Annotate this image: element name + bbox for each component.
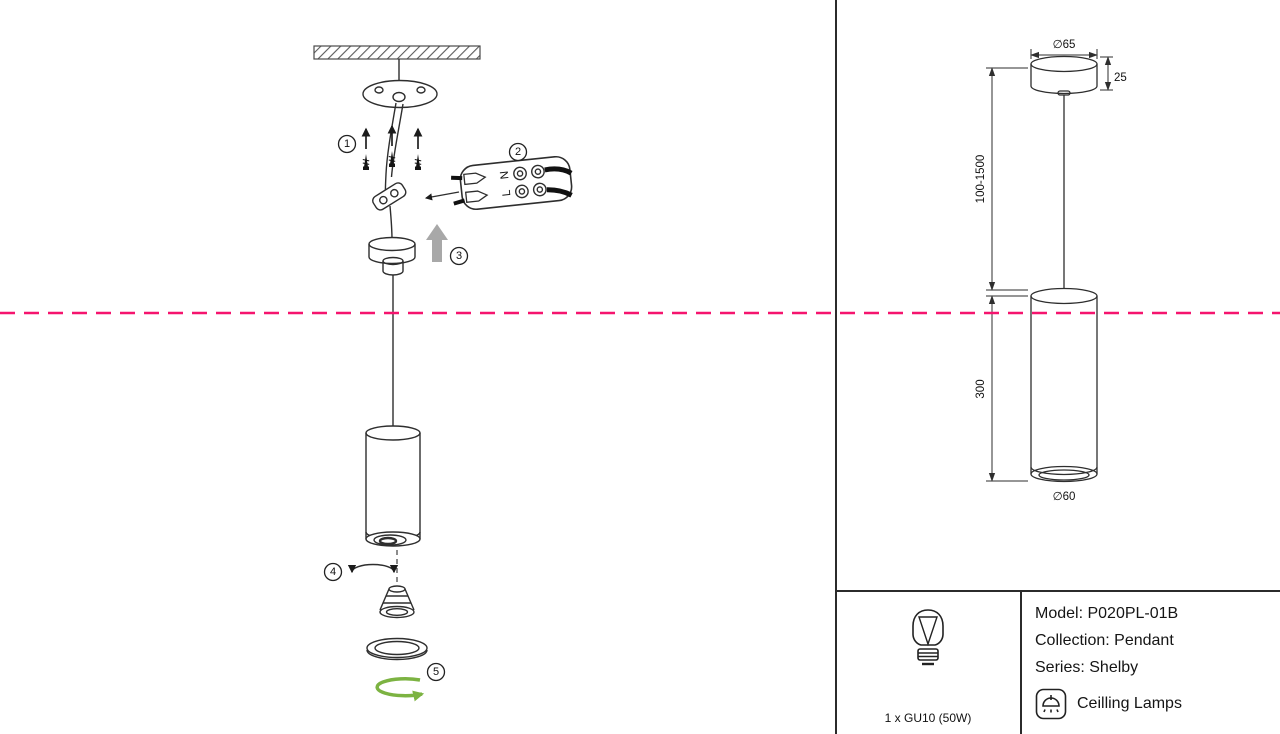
black-wire: [544, 166, 573, 176]
step-marker-2: 2: [508, 142, 528, 162]
screw-icon: [362, 153, 370, 171]
supply-wires: [384, 102, 404, 192]
dim-canopy-height: 25: [1114, 72, 1127, 84]
spec-boxes: 1 x GU10 (50W) Model: P020PL-01B Collect…: [836, 590, 1280, 734]
dim-top-diameter: ∅65: [1053, 39, 1076, 51]
black-wire: [546, 187, 573, 198]
rotate-arrow-green-icon: [375, 676, 425, 702]
dimension-drawing: ∅65 25 100-1500 300 ∅60: [975, 39, 1127, 503]
model-text: Model: P020PL-01B: [1035, 605, 1179, 622]
installation-diagram: 1 N L 2: [313, 45, 573, 702]
step-marker-3: 3: [449, 246, 469, 266]
lamp-body: [365, 425, 421, 547]
step-3-number: 3: [456, 250, 462, 262]
step-1-number: 1: [344, 138, 350, 150]
white-wire-arrow: [464, 190, 489, 203]
step-marker-1: 1: [337, 134, 357, 154]
bulb-spec-text: 1 x GU10 (50W): [884, 711, 972, 725]
trim-ring: [366, 637, 428, 661]
step-marker-4: 4: [323, 562, 343, 582]
cylinder-outline: [1030, 287, 1098, 483]
model-info-box: Model: P020PL-01B Collection: Pendant Se…: [1020, 592, 1280, 734]
screws-group: [361, 124, 423, 171]
terminal-live-label: L: [501, 189, 514, 197]
mounting-plate: [362, 59, 438, 109]
category-text: Ceilling Lamps: [1077, 695, 1182, 712]
dimension-lines: [986, 49, 1113, 482]
screw-icon: [414, 153, 422, 171]
rotate-arrow-icon: [347, 563, 399, 574]
black-wire-stub: [453, 198, 466, 206]
step-2-number: 2: [515, 146, 521, 158]
dim-body-height: 300: [975, 379, 987, 398]
category-row: Ceilling Lamps: [1035, 688, 1272, 720]
step-marker-5: 5: [426, 662, 446, 682]
dim-bottom-diameter: ∅60: [1053, 491, 1076, 503]
series-text: Series: Shelby: [1035, 659, 1139, 676]
white-wire-arrow: [463, 172, 487, 186]
collection-text: Collection: Pendant: [1035, 632, 1174, 649]
step-5-number: 5: [433, 666, 439, 678]
ceiling-hatch: [313, 45, 481, 60]
dim-cable-length: 100-1500: [975, 155, 987, 204]
gu10-bulb-icon: [912, 609, 944, 666]
ceiling-lamp-icon: [1035, 688, 1067, 720]
bulb-spec-box: 1 x GU10 (50W): [836, 592, 1020, 734]
black-wire-stub: [451, 175, 463, 181]
up-arrow-icon: [426, 224, 448, 262]
gu10-bulb: [379, 585, 415, 619]
wire-connector: [372, 182, 407, 211]
connector-to-cup-wire: [389, 205, 393, 241]
terminal-detail: N L: [451, 155, 573, 211]
detail-pointer-arrow: [424, 191, 460, 201]
step-4-number: 4: [330, 566, 336, 578]
terminal-neutral-label: N: [499, 170, 512, 180]
canopy-outline: [1030, 55, 1098, 96]
ceiling-cup: [368, 236, 416, 276]
